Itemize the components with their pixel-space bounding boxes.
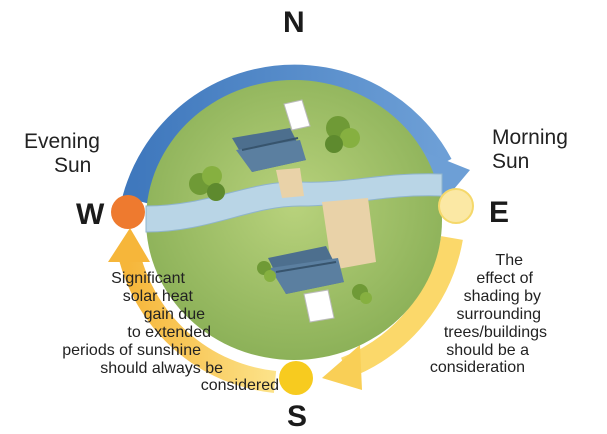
south-east-sun-path-arrow xyxy=(340,235,463,379)
west-note-line: solar heat xyxy=(122,287,193,305)
tree-icon xyxy=(257,261,276,282)
west-sun-icon xyxy=(111,195,145,229)
property-lawn xyxy=(146,80,442,360)
west-note: Significant solar heat gain due to exten… xyxy=(62,270,279,395)
morning-sun-label: Morning Sun xyxy=(492,126,568,173)
house-icon xyxy=(268,246,344,323)
west-note-line: gain due xyxy=(143,305,205,323)
south-sun-icon xyxy=(279,361,313,395)
driveway xyxy=(322,198,376,270)
east-note-line: effect of xyxy=(476,269,533,287)
west-note-line: considered xyxy=(200,377,279,395)
west-note-line: should always be xyxy=(100,359,223,377)
compass-north: N xyxy=(283,6,305,39)
tree-icon xyxy=(352,284,372,304)
south-west-sun-path-arrow xyxy=(117,247,277,393)
walkway xyxy=(276,168,304,198)
tree-icon xyxy=(325,116,360,153)
compass-south: S xyxy=(287,400,308,433)
north-arrow-head xyxy=(420,150,470,208)
east-note-line: The xyxy=(495,252,523,269)
evening-sun-label-line: Sun xyxy=(54,153,92,177)
compass-west: W xyxy=(76,198,105,231)
house-icon xyxy=(232,99,311,172)
morning-sun-label-line: Morning xyxy=(492,126,568,149)
tree-icon xyxy=(189,166,225,201)
east-note-line: should be a xyxy=(446,341,529,359)
west-note-line: Significant xyxy=(111,270,185,287)
west-note-line: periods of sunshine xyxy=(62,341,201,359)
evening-sun-label-line: Evening xyxy=(24,130,100,153)
east-note-line: shading by xyxy=(463,287,541,305)
south-west-arrow-head xyxy=(108,228,150,262)
east-note-line: surrounding xyxy=(456,305,542,323)
east-note: The effect of shading by surrounding tre… xyxy=(430,252,547,377)
east-note-line: trees/buildings xyxy=(443,323,547,341)
east-note-line: consideration xyxy=(429,359,525,377)
morning-sun-label-line: Sun xyxy=(492,149,530,173)
evening-sun-label: Evening Sun xyxy=(24,130,100,177)
west-note-line: to extended xyxy=(127,323,211,341)
north-sun-path-arrow xyxy=(122,64,452,204)
south-east-arrow-head xyxy=(322,345,362,390)
compass-east: E xyxy=(489,196,510,229)
east-sun-icon xyxy=(438,188,474,224)
